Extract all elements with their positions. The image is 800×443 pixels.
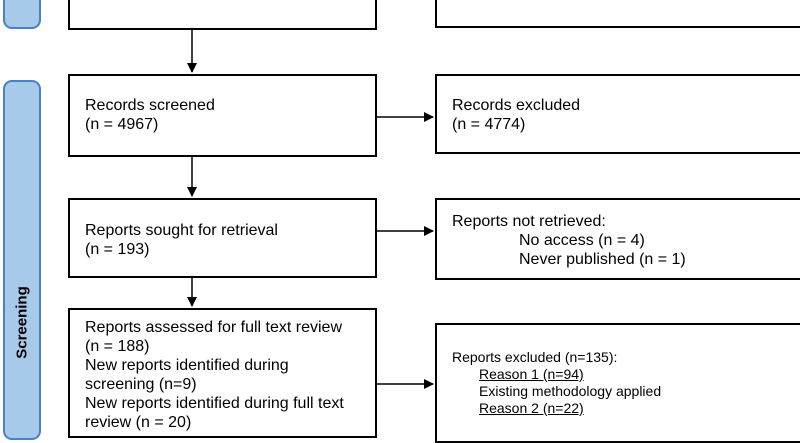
reports-sought-title: Reports sought for retrieval: [85, 222, 278, 239]
reason-2-label: Reason 2 (n=22): [479, 400, 584, 416]
records-screened-box: Records screened (n = 4967): [68, 74, 377, 157]
reports-sought-box: Reports sought for retrieval (n = 193): [68, 198, 377, 278]
reports-assessed-count: (n = 188): [85, 338, 150, 355]
reports-assessed-box: Reports assessed for full text review (n…: [68, 308, 377, 438]
records-screened-count: (n = 4967): [85, 116, 159, 133]
reason-1-label: Reason 1 (n=94): [479, 366, 584, 382]
reason-1-description: Existing methodology applied: [479, 383, 662, 399]
reports-not-retrieved-box: Reports not retrieved: No access (n = 4)…: [435, 198, 800, 280]
records-removed-box: [435, 0, 800, 28]
new-screening-line-2: screening (n=9): [85, 376, 197, 393]
records-excluded-title: Records excluded: [452, 97, 581, 114]
not-retrieved-item: Never published (n = 1): [519, 251, 686, 268]
records-identified-box: [68, 0, 377, 30]
reports-not-retrieved-title: Reports not retrieved:: [452, 213, 606, 230]
flow-arrows: [187, 30, 434, 389]
records-excluded-box: Records excluded (n = 4774): [435, 74, 800, 154]
screening-phase-tab: Screening: [3, 80, 41, 440]
reports-assessed-title: Reports assessed for full text review: [85, 319, 342, 336]
records-screened-title: Records screened: [85, 97, 215, 114]
new-fulltext-line-1: New reports identified during full text: [85, 395, 344, 412]
new-screening-line-1: New reports identified during: [85, 357, 289, 374]
reports-excluded-title: Reports excluded (n=135):: [452, 349, 618, 365]
prisma-flow-diagram: Screening Records screened (n = 4967) Re…: [3, 0, 800, 443]
reports-sought-count: (n = 193): [85, 241, 150, 258]
not-retrieved-item: No access (n = 4): [519, 232, 645, 249]
records-excluded-count: (n = 4774): [452, 116, 526, 133]
identification-phase-tab: [3, 0, 41, 29]
